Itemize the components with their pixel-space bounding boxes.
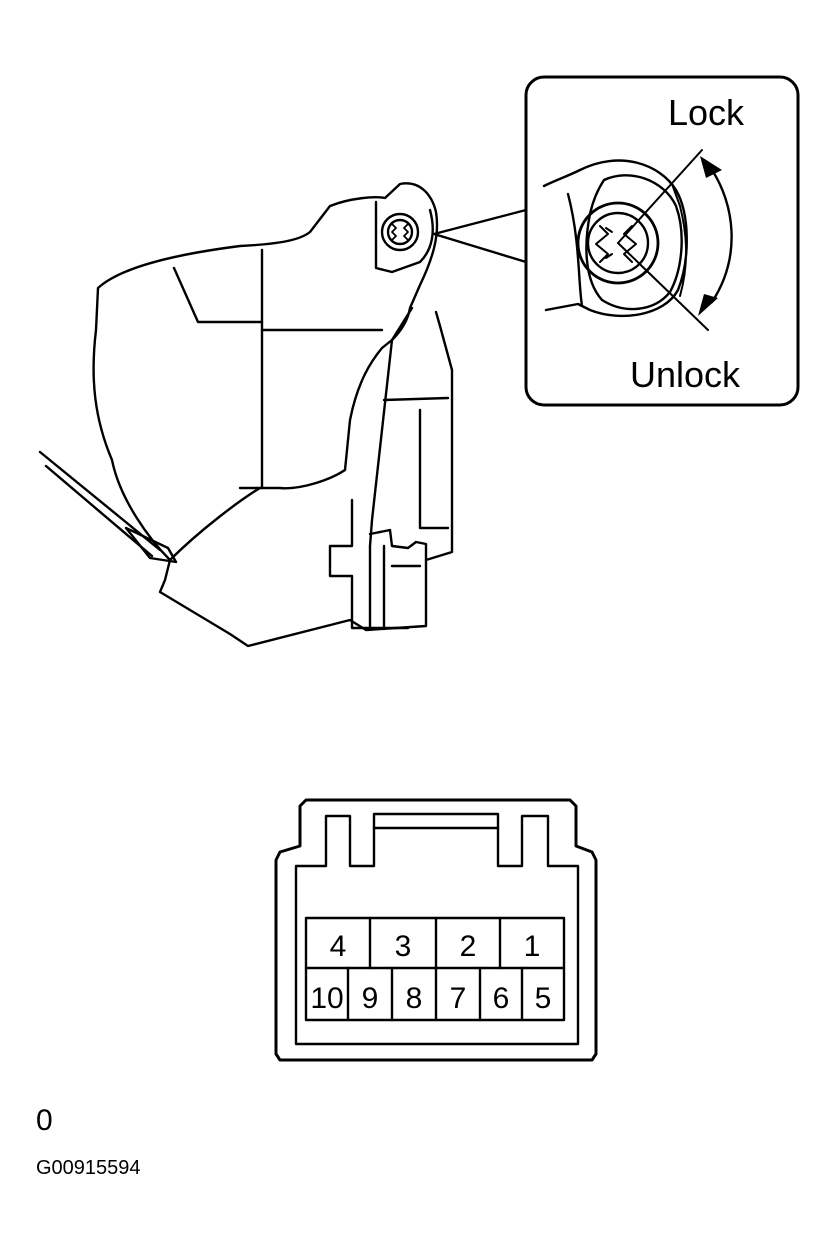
- pin-10: 10: [310, 982, 343, 1015]
- pin-9: 9: [362, 982, 379, 1015]
- pin-2: 2: [460, 930, 477, 963]
- terminal-grid: [304, 916, 566, 1022]
- pin-1: 1: [524, 930, 541, 963]
- footer-marker: 0: [36, 1104, 53, 1137]
- callout-pointer: [432, 208, 528, 264]
- pin-3: 3: [395, 930, 412, 963]
- lock-cable: [38, 450, 162, 558]
- pin-4: 4: [330, 930, 347, 963]
- pin-6: 6: [493, 982, 510, 1015]
- unlock-label: Unlock: [630, 354, 741, 395]
- rotation-arrow: [698, 156, 733, 316]
- pin-7: 7: [450, 982, 467, 1015]
- pin-5: 5: [535, 982, 552, 1015]
- lock-position-line: [617, 149, 703, 244]
- pin-8: 8: [406, 982, 423, 1015]
- unlock-position-line: [617, 242, 709, 331]
- lock-label: Lock: [668, 92, 745, 133]
- adjustment-screw: [380, 212, 420, 252]
- connector-face: 4 3 2 1 10 9 8 7 6 5: [274, 798, 598, 1062]
- figure-code: G00915594: [36, 1157, 141, 1179]
- door-lock-assembly: [38, 182, 454, 648]
- callout-box: Lock Unlock: [524, 75, 800, 407]
